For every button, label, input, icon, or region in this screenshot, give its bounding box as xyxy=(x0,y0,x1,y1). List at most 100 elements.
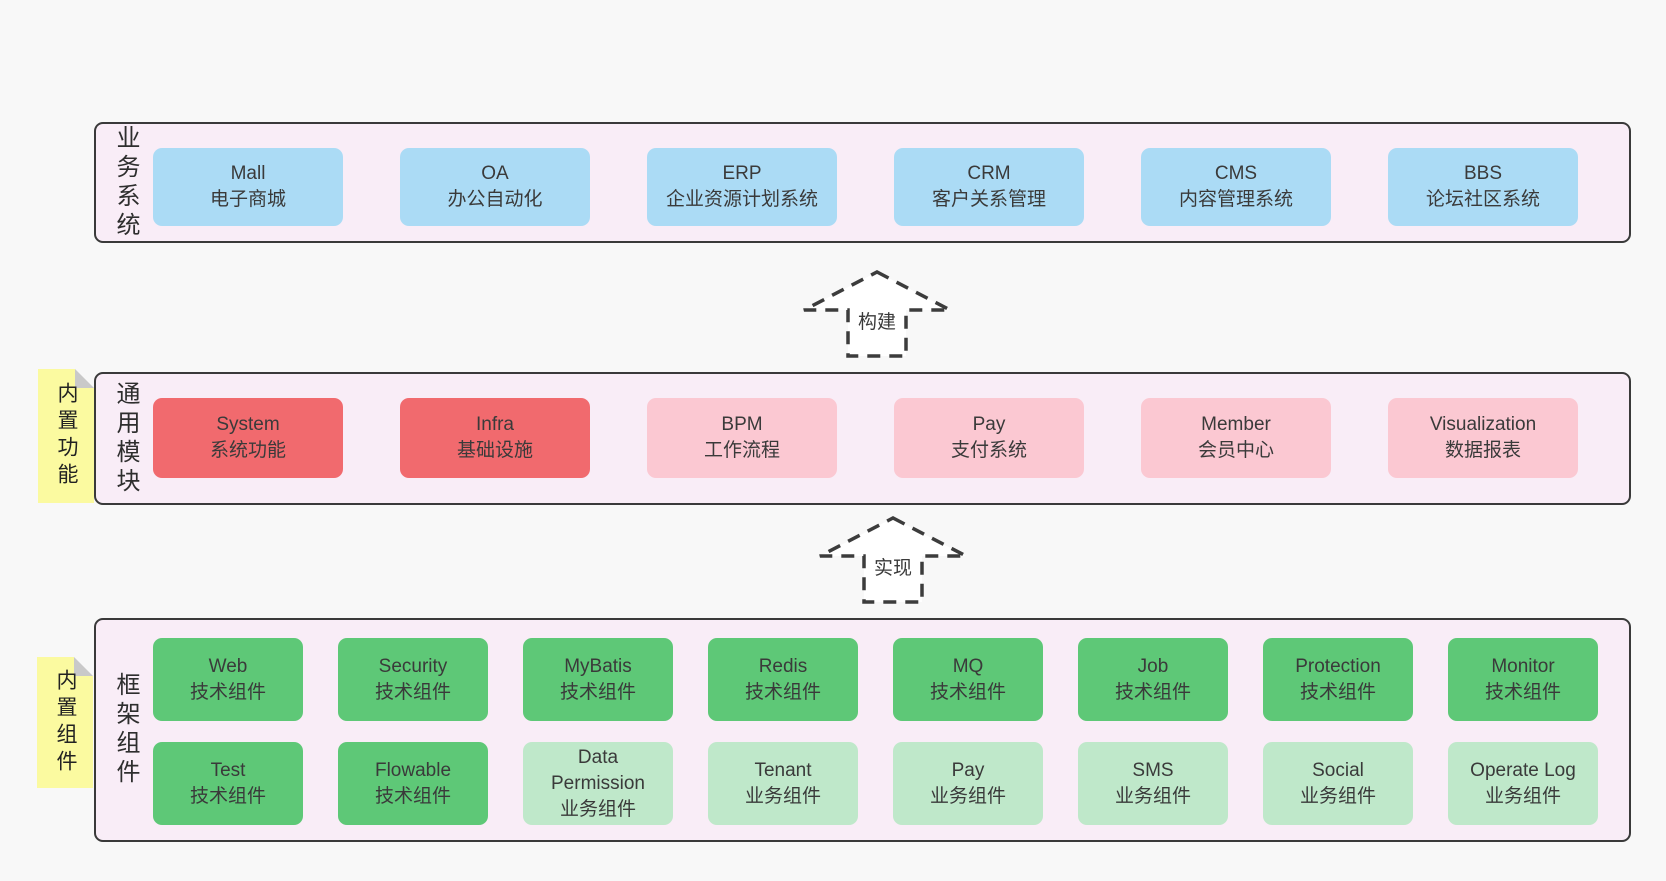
box-pay: Pay 支付系统 xyxy=(894,398,1084,478)
box-title: Tenant xyxy=(754,759,812,781)
box-mybatis: MyBatis 技术组件 xyxy=(523,638,673,721)
box-subtitle: 技术组件 xyxy=(189,681,266,703)
box-subtitle: 业务组件 xyxy=(559,798,636,820)
box-title: Infra xyxy=(475,414,515,435)
box-subtitle: 业务组件 xyxy=(929,785,1006,807)
box-member: Member 会员中心 xyxy=(1141,398,1331,478)
band-label-common-modules: 通用模块 xyxy=(112,380,139,497)
box-subtitle: 论坛社区系统 xyxy=(1425,189,1540,210)
box-subtitle: 数据报表 xyxy=(1444,440,1521,461)
box-title: Data Permission xyxy=(551,746,645,794)
box-subtitle: 支付系统 xyxy=(950,440,1027,461)
box-cms: CMS 内容管理系统 xyxy=(1141,148,1331,226)
box-security: Security 技术组件 xyxy=(338,638,488,721)
box-title: BBS xyxy=(1463,163,1503,184)
box-subtitle: 基础设施 xyxy=(456,440,533,461)
box-subtitle: 业务组件 xyxy=(1299,785,1376,807)
box-mq: MQ 技术组件 xyxy=(893,638,1043,721)
band-label-framework-components: 框架组件 xyxy=(112,672,139,788)
box-title: Security xyxy=(378,655,448,677)
sticky-note-builtin-features: 内置功能 xyxy=(38,369,94,503)
box-data-permission: Data Permission 业务组件 xyxy=(523,742,673,825)
box-title: Social xyxy=(1312,759,1364,781)
box-subtitle: 电子商城 xyxy=(209,189,286,210)
build-arrow-icon: 构建 xyxy=(803,270,951,358)
box-subtitle: 业务组件 xyxy=(1484,785,1561,807)
box-title: ERP xyxy=(722,163,762,184)
box-infra: Infra 基础设施 xyxy=(400,398,590,478)
up-arrow-outline xyxy=(803,270,951,358)
box-job: Job 技术组件 xyxy=(1078,638,1228,721)
box-subtitle: 技术组件 xyxy=(744,681,821,703)
box-title: Protection xyxy=(1295,655,1381,677)
band-label-business-systems: 业务系统 xyxy=(112,124,139,241)
box-subtitle: 技术组件 xyxy=(374,785,451,807)
box-bbs: BBS 论坛社区系统 xyxy=(1388,148,1578,226)
box-title: Flowable xyxy=(374,759,452,781)
sticky-note-label: 内置功能 xyxy=(55,382,78,490)
box-operate-log: Operate Log 业务组件 xyxy=(1448,742,1598,825)
box-subtitle: 业务组件 xyxy=(1114,785,1191,807)
box-subtitle: 技术组件 xyxy=(1299,681,1376,703)
box-title: Job xyxy=(1137,655,1169,677)
box-subtitle: 客户关系管理 xyxy=(931,189,1046,210)
box-subtitle: 会员中心 xyxy=(1197,440,1274,461)
box-subtitle: 业务组件 xyxy=(744,785,821,807)
sticky-note-builtin-components: 内置组件 xyxy=(37,657,93,788)
arrow-label: 构建 xyxy=(858,311,896,333)
box-system: System 系统功能 xyxy=(153,398,343,478)
arrow-label: 实现 xyxy=(874,557,912,579)
box-subtitle: 技术组件 xyxy=(559,681,636,703)
box-title: OA xyxy=(481,163,509,184)
box-title: Operate Log xyxy=(1470,759,1576,781)
box-title: CRM xyxy=(967,163,1011,184)
box-redis: Redis 技术组件 xyxy=(708,638,858,721)
box-mall: Mall 电子商城 xyxy=(153,148,343,226)
box-monitor: Monitor 技术组件 xyxy=(1448,638,1598,721)
box-title: System xyxy=(216,414,280,435)
box-title: MyBatis xyxy=(564,655,632,677)
box-title: Mall xyxy=(230,163,266,184)
implement-arrow-icon: 实现 xyxy=(819,516,967,604)
box-subtitle: 技术组件 xyxy=(374,681,451,703)
box-erp: ERP 企业资源计划系统 xyxy=(647,148,837,226)
box-crm: CRM 客户关系管理 xyxy=(894,148,1084,226)
box-tenant: Tenant 业务组件 xyxy=(708,742,858,825)
up-arrow-outline xyxy=(819,516,967,604)
box-test: Test 技术组件 xyxy=(153,742,303,825)
box-title: Monitor xyxy=(1491,655,1555,677)
box-subtitle: 技术组件 xyxy=(1114,681,1191,703)
box-subtitle: 内容管理系统 xyxy=(1178,189,1293,210)
box-title: Visualization xyxy=(1429,414,1537,435)
box-title: Redis xyxy=(758,655,808,677)
box-subtitle: 企业资源计划系统 xyxy=(665,189,818,210)
box-flowable: Flowable 技术组件 xyxy=(338,742,488,825)
box-title: Web xyxy=(208,655,248,677)
box-subtitle: 技术组件 xyxy=(1484,681,1561,703)
box-visualization: Visualization 数据报表 xyxy=(1388,398,1578,478)
box-protection: Protection 技术组件 xyxy=(1263,638,1413,721)
box-title: CMS xyxy=(1214,163,1258,184)
box-title: Member xyxy=(1201,414,1271,435)
box-web: Web 技术组件 xyxy=(153,638,303,721)
box-title: Test xyxy=(210,759,246,781)
box-title: Pay xyxy=(972,414,1006,435)
box-subtitle: 系统功能 xyxy=(209,440,286,461)
box-subtitle: 技术组件 xyxy=(929,681,1006,703)
box-title: MQ xyxy=(952,655,984,677)
box-title: BPM xyxy=(721,414,763,435)
box-subtitle: 技术组件 xyxy=(189,785,266,807)
box-social: Social 业务组件 xyxy=(1263,742,1413,825)
sticky-note-label: 内置组件 xyxy=(54,668,77,777)
